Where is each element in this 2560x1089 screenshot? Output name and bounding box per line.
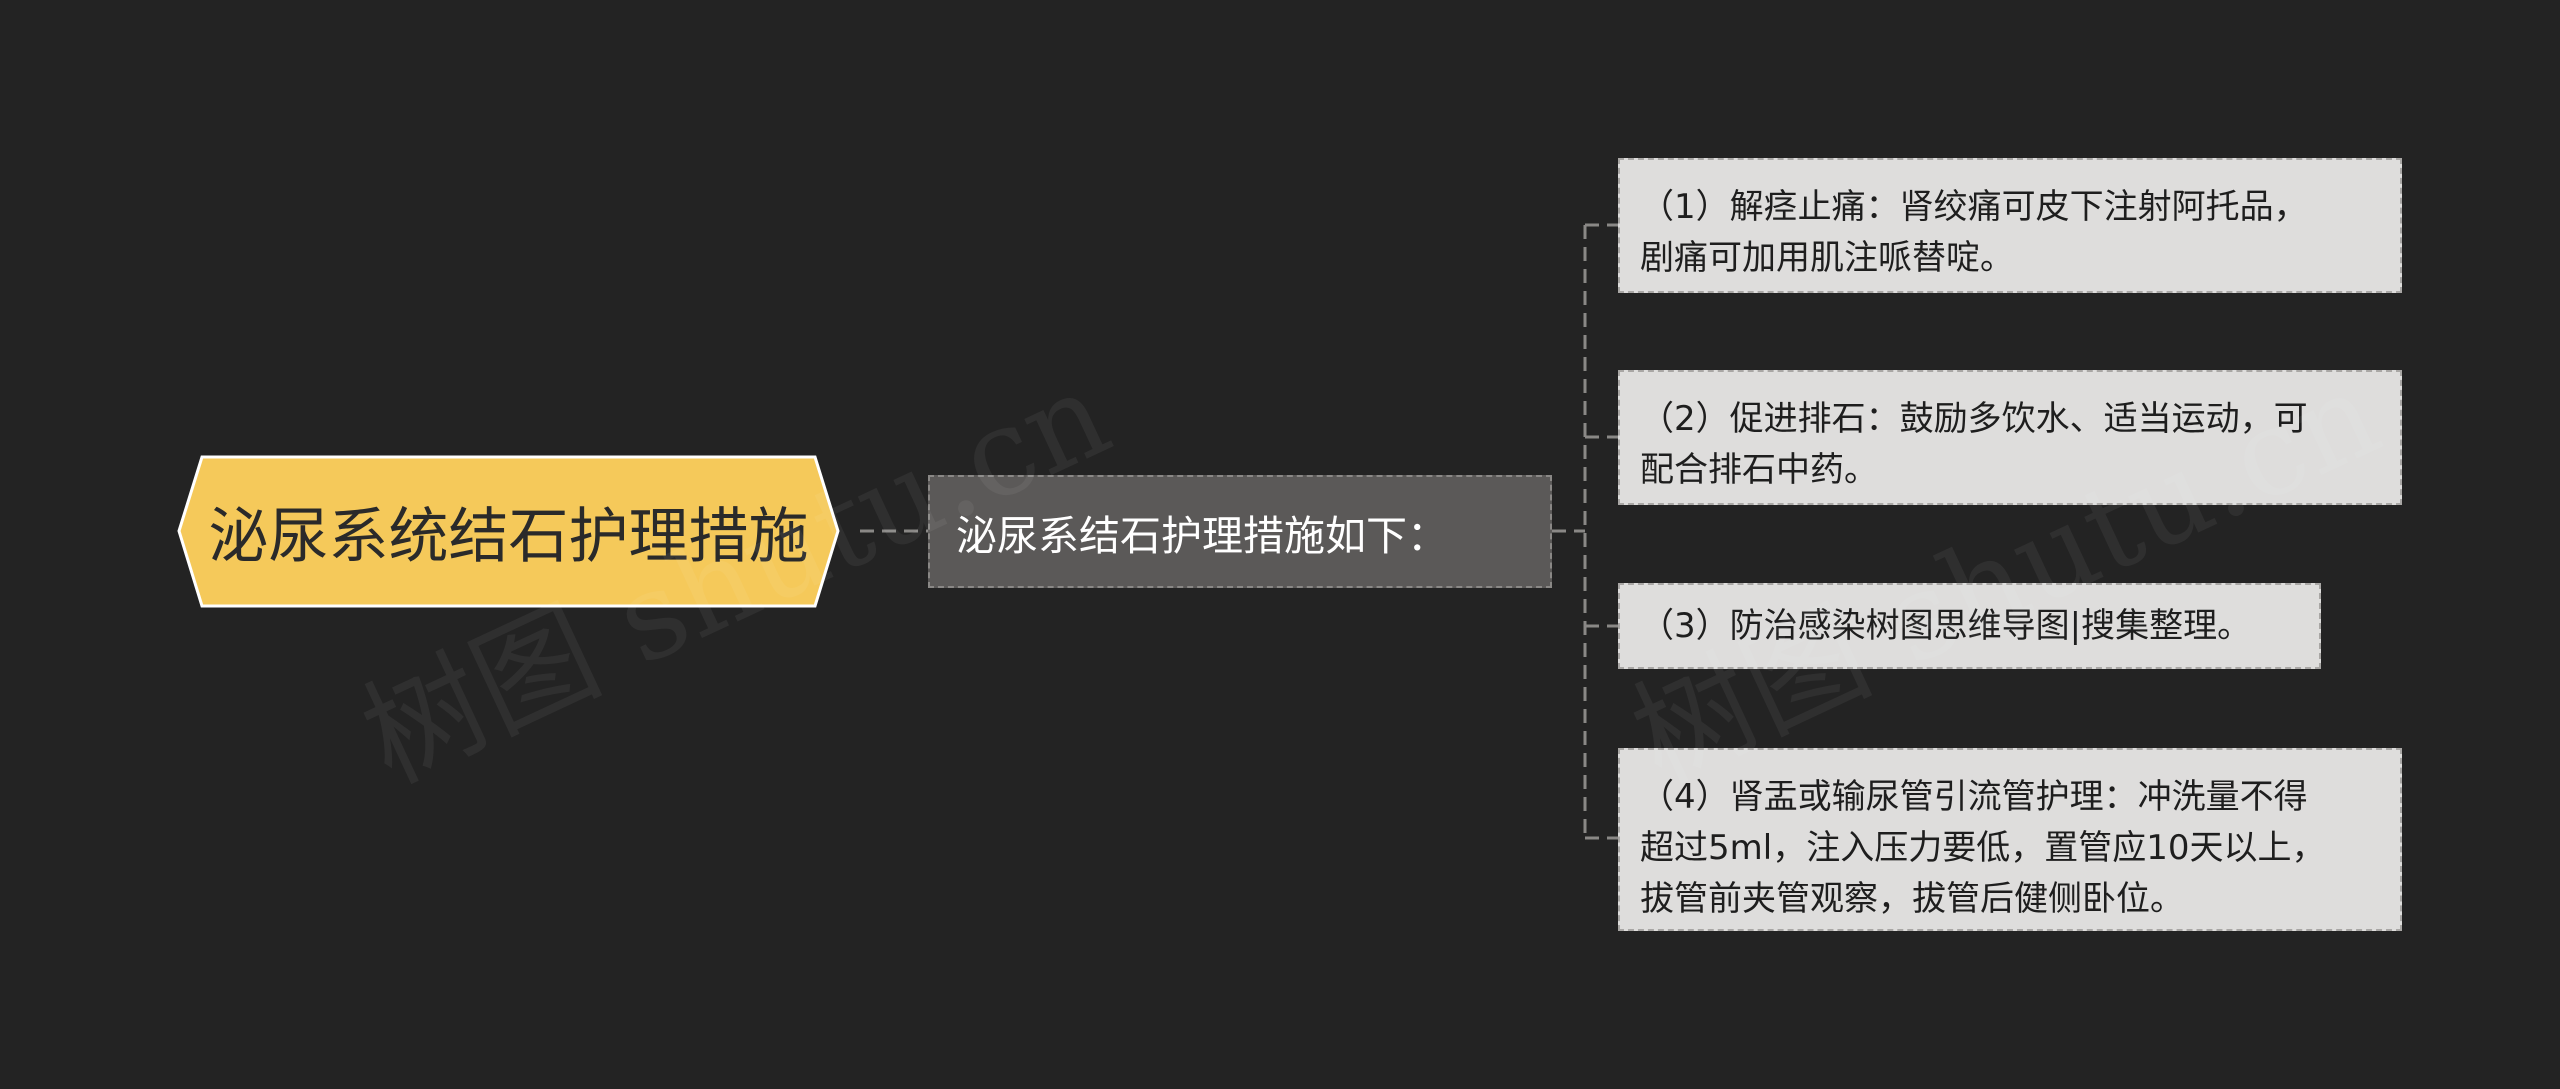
leaf-node-1[interactable]: （1）解痉止痛：肾绞痛可皮下注射阿托品， 剧痛可加用肌注哌替啶。 [1618, 158, 2402, 293]
leaf-node-1-line-2: 剧痛可加用肌注哌替啶。 [1640, 238, 2014, 278]
root-hexagon-shape [177, 455, 840, 608]
leaf-node-2[interactable]: （2）促进排石：鼓励多饮水、适当运动，可 配合排石中药。 [1618, 370, 2402, 505]
root-node[interactable]: 泌尿系统结石护理措施 [157, 454, 860, 609]
leaf-node-4[interactable]: （4）肾盂或输尿管引流管护理：冲洗量不得 超过5ml，注入压力要低，置管应10天… [1618, 748, 2402, 931]
leaf-node-1-line-1: （1）解痉止痛：肾绞痛可皮下注射阿托品， [1640, 187, 2308, 227]
root-node-label: 泌尿系统结石护理措施 [208, 502, 809, 572]
leaf-node-4-line-1: （4）肾盂或输尿管引流管护理：冲洗量不得 [1640, 777, 2308, 817]
leaf-node-4-line-3: 拔管前夹管观察，拔管后健侧卧位。 [1640, 879, 2184, 919]
leaf-node-2-line-2: 配合排石中药。 [1640, 450, 1878, 490]
leaf-node-3-line-1: （3）防治感染树图思维导图|搜集整理。 [1640, 606, 2252, 646]
leaf-node-4-line-2: 超过5ml，注入压力要低，置管应10天以上， [1640, 828, 2326, 868]
mid-node[interactable]: 泌尿系结石护理措施如下： [928, 475, 1552, 588]
mid-node-label: 泌尿系结石护理措施如下： [956, 511, 1448, 560]
leaf-node-2-line-1: （2）促进排石：鼓励多饮水、适当运动，可 [1640, 399, 2308, 439]
leaf-node-3[interactable]: （3）防治感染树图思维导图|搜集整理。 [1618, 583, 2321, 669]
